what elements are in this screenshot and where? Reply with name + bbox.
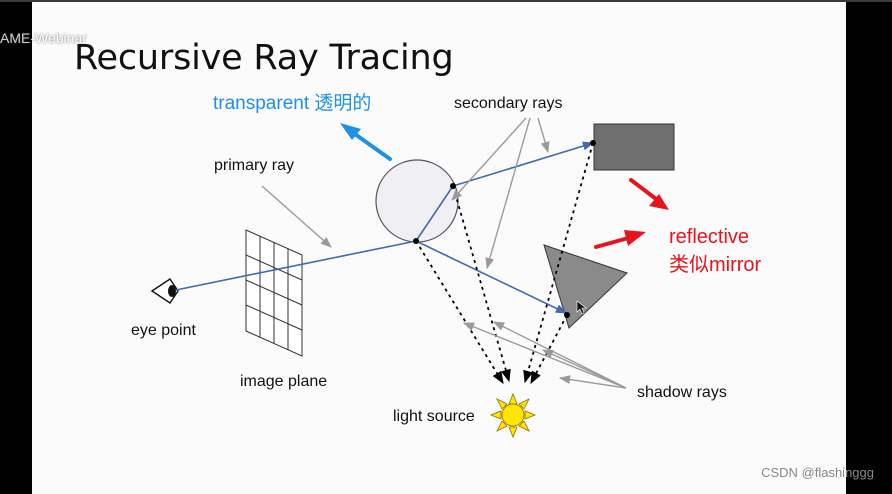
transparent-arrow <box>340 123 392 161</box>
slide <box>32 0 846 494</box>
label-reflective: reflective <box>669 226 749 248</box>
refracted-ray-out <box>452 141 595 187</box>
label-light-source: light source <box>393 408 475 425</box>
reflective-arrow-bottom <box>594 230 646 249</box>
right-black-bar <box>846 0 892 494</box>
label-primary-ray: primary ray <box>214 157 294 174</box>
shadow-rays-dotted <box>415 142 594 385</box>
label-secondary-rays: secondary rays <box>454 95 563 112</box>
csdn-watermark: CSDN @flashinggg <box>761 465 874 480</box>
label-image-plane: image plane <box>240 373 327 390</box>
light-source-sun-icon <box>489 392 537 439</box>
slide-title: Recursive Ray Tracing <box>74 38 454 78</box>
label-mirror: 类似mirror <box>669 253 762 276</box>
eye-icon <box>150 278 179 304</box>
annotation-arrows <box>261 117 627 389</box>
label-eye-point: eye point <box>131 322 196 339</box>
mouse-cursor-icon <box>576 300 587 315</box>
reflected-ray <box>415 240 568 314</box>
top-border <box>0 0 892 2</box>
transparent-sphere <box>375 159 459 243</box>
reflective-triangle <box>543 244 628 329</box>
image-plane-grid <box>245 229 303 357</box>
label-transparent: transparent 透明的 <box>213 92 371 114</box>
reflective-arrow-top <box>629 178 669 210</box>
primary-ray <box>175 240 417 291</box>
overlay-logo-text: AME-Webinar <box>0 30 87 46</box>
reflective-rectangle <box>593 123 675 171</box>
label-shadow-rays: shadow rays <box>637 384 727 401</box>
refracted-ray <box>415 185 454 242</box>
